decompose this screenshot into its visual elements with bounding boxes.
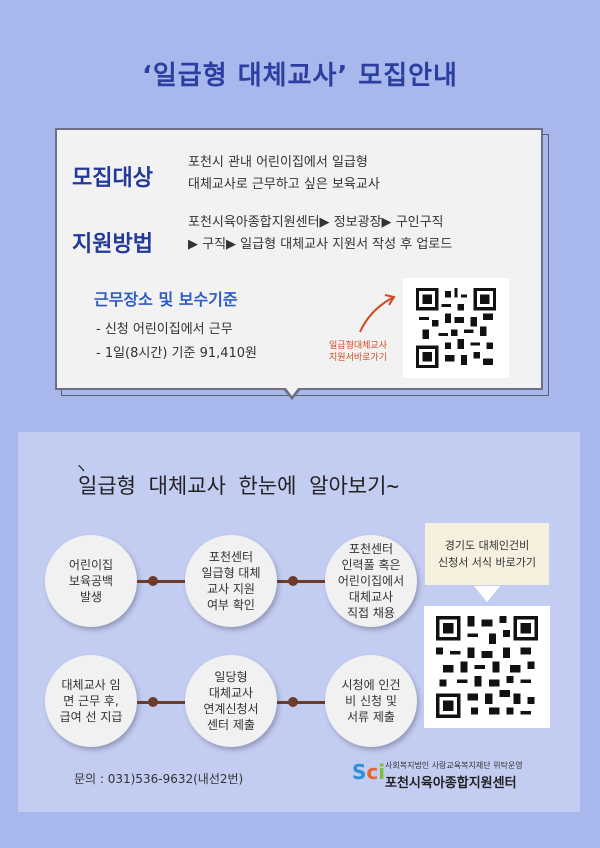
connector-dot-3 [148,697,158,707]
connector-1 [137,580,185,583]
step-circle-5: 일당형 대체교사 연계신청서 센터 제출 [185,655,277,747]
connector-dot-2 [288,576,298,586]
connector-4 [277,701,325,704]
work-title: 근무장소 및 보수기준 [94,290,238,309]
org-logo-icon: Sci [352,760,386,784]
guide-subtitle: 일급형 대체교사 한눈에 알아보기~ [78,474,400,498]
org-subline: 사회복지법인 사랑교육복지재단 위탁운영 [385,761,523,770]
qr-caption-line-1: 일급형대체교사 [329,341,387,351]
qr-caption: 일급형대체교사 지원서바로가기 [318,340,398,364]
step-circle-1: 어린이집 보육공백 발생 [45,535,137,627]
step-circle-4: 대체교사 임 면 근무 후, 급여 선 지급 [45,655,137,747]
page-title: ‘일급형 대체교사’ 모집안내 [142,61,458,91]
apply-qr-code[interactable] [403,278,509,378]
target-line-2: 대체교사로 근무하고 싶은 보육교사 [188,177,380,192]
work-item-2: - 1일(8시간) 기준 91,410원 [96,346,258,361]
curved-arrow-icon [359,294,396,333]
step-circle-6: 시청에 인건 비 신청 및 서류 제출 [325,655,417,747]
target-line-1: 포천시 관내 어린이집에서 일급형 [188,155,368,170]
work-item-1: - 신청 어린이집에서 근무 [96,322,233,337]
connector-2 [277,580,325,583]
connector-dot-1 [148,576,158,586]
form-notice: 경기도 대체인건비 신청서 서식 바로가기 [425,523,549,585]
org-name: 포천시육아종합지원센터 [385,776,517,791]
step-circle-3: 포천센터 인력풀 혹은 어린이집에서 대체교사 직접 채용 [325,535,417,627]
method-line-2: ▶ 구직▶ 일급형 대체교사 지원서 작성 후 업로드 [188,237,453,252]
arrow-down-icon [474,586,500,602]
target-label: 모집대상 [72,166,153,191]
card-tail-inner [285,387,299,396]
qr-caption-line-2: 지원서바로가기 [329,353,387,363]
step-circle-2: 포천센터 일급형 대체 교사 지원 여부 확인 [185,535,277,627]
form-qr-code[interactable] [424,606,550,728]
method-label: 지원방법 [72,232,153,257]
contact-info: 문의 : 031)536-9632(내선2번) [74,772,244,786]
connector-dot-4 [288,697,298,707]
connector-3 [137,701,185,704]
method-line-1: 포천시육아종합지원센터▶ 정보광장▶ 구인구직 [188,215,444,230]
sparkle-icon: ヽ [74,461,88,477]
